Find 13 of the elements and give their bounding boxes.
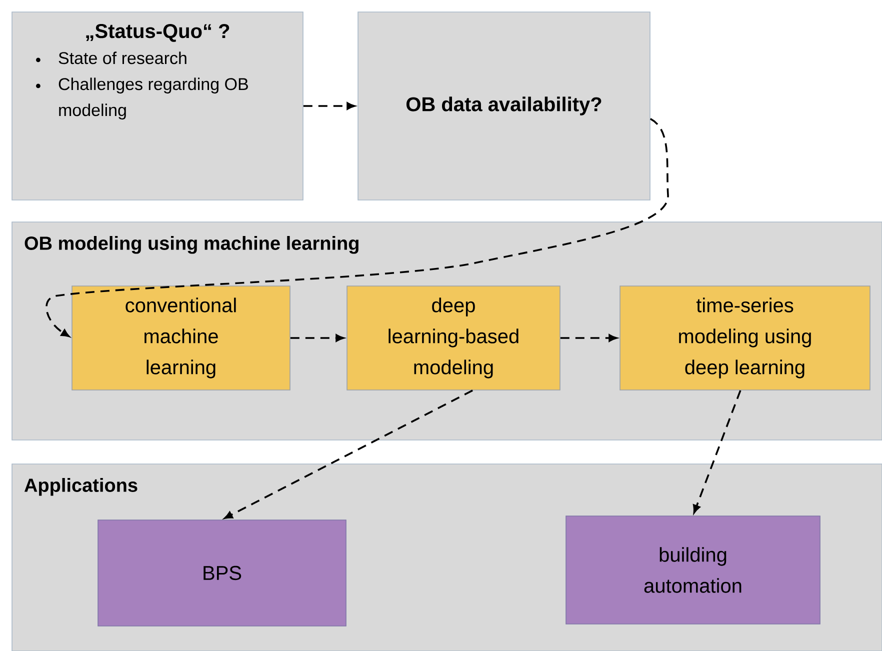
arrow [224, 390, 473, 519]
arrow [693, 390, 742, 514]
method-box: time-series modeling using deep learning [620, 286, 870, 390]
arrow [46, 118, 669, 338]
arrow [560, 334, 618, 342]
method-box: deep learning-based modeling [346, 286, 560, 390]
method-box: conventional machine learning [72, 286, 290, 390]
arrow [290, 334, 344, 342]
arrow [303, 102, 356, 110]
application-box: BPS [98, 520, 346, 626]
question-box: OB data availability? [358, 12, 650, 200]
application-box: building automation [566, 516, 820, 624]
question-box: „Status-Quo“ ? State of research Challenges regarding OB modeling [12, 12, 304, 200]
